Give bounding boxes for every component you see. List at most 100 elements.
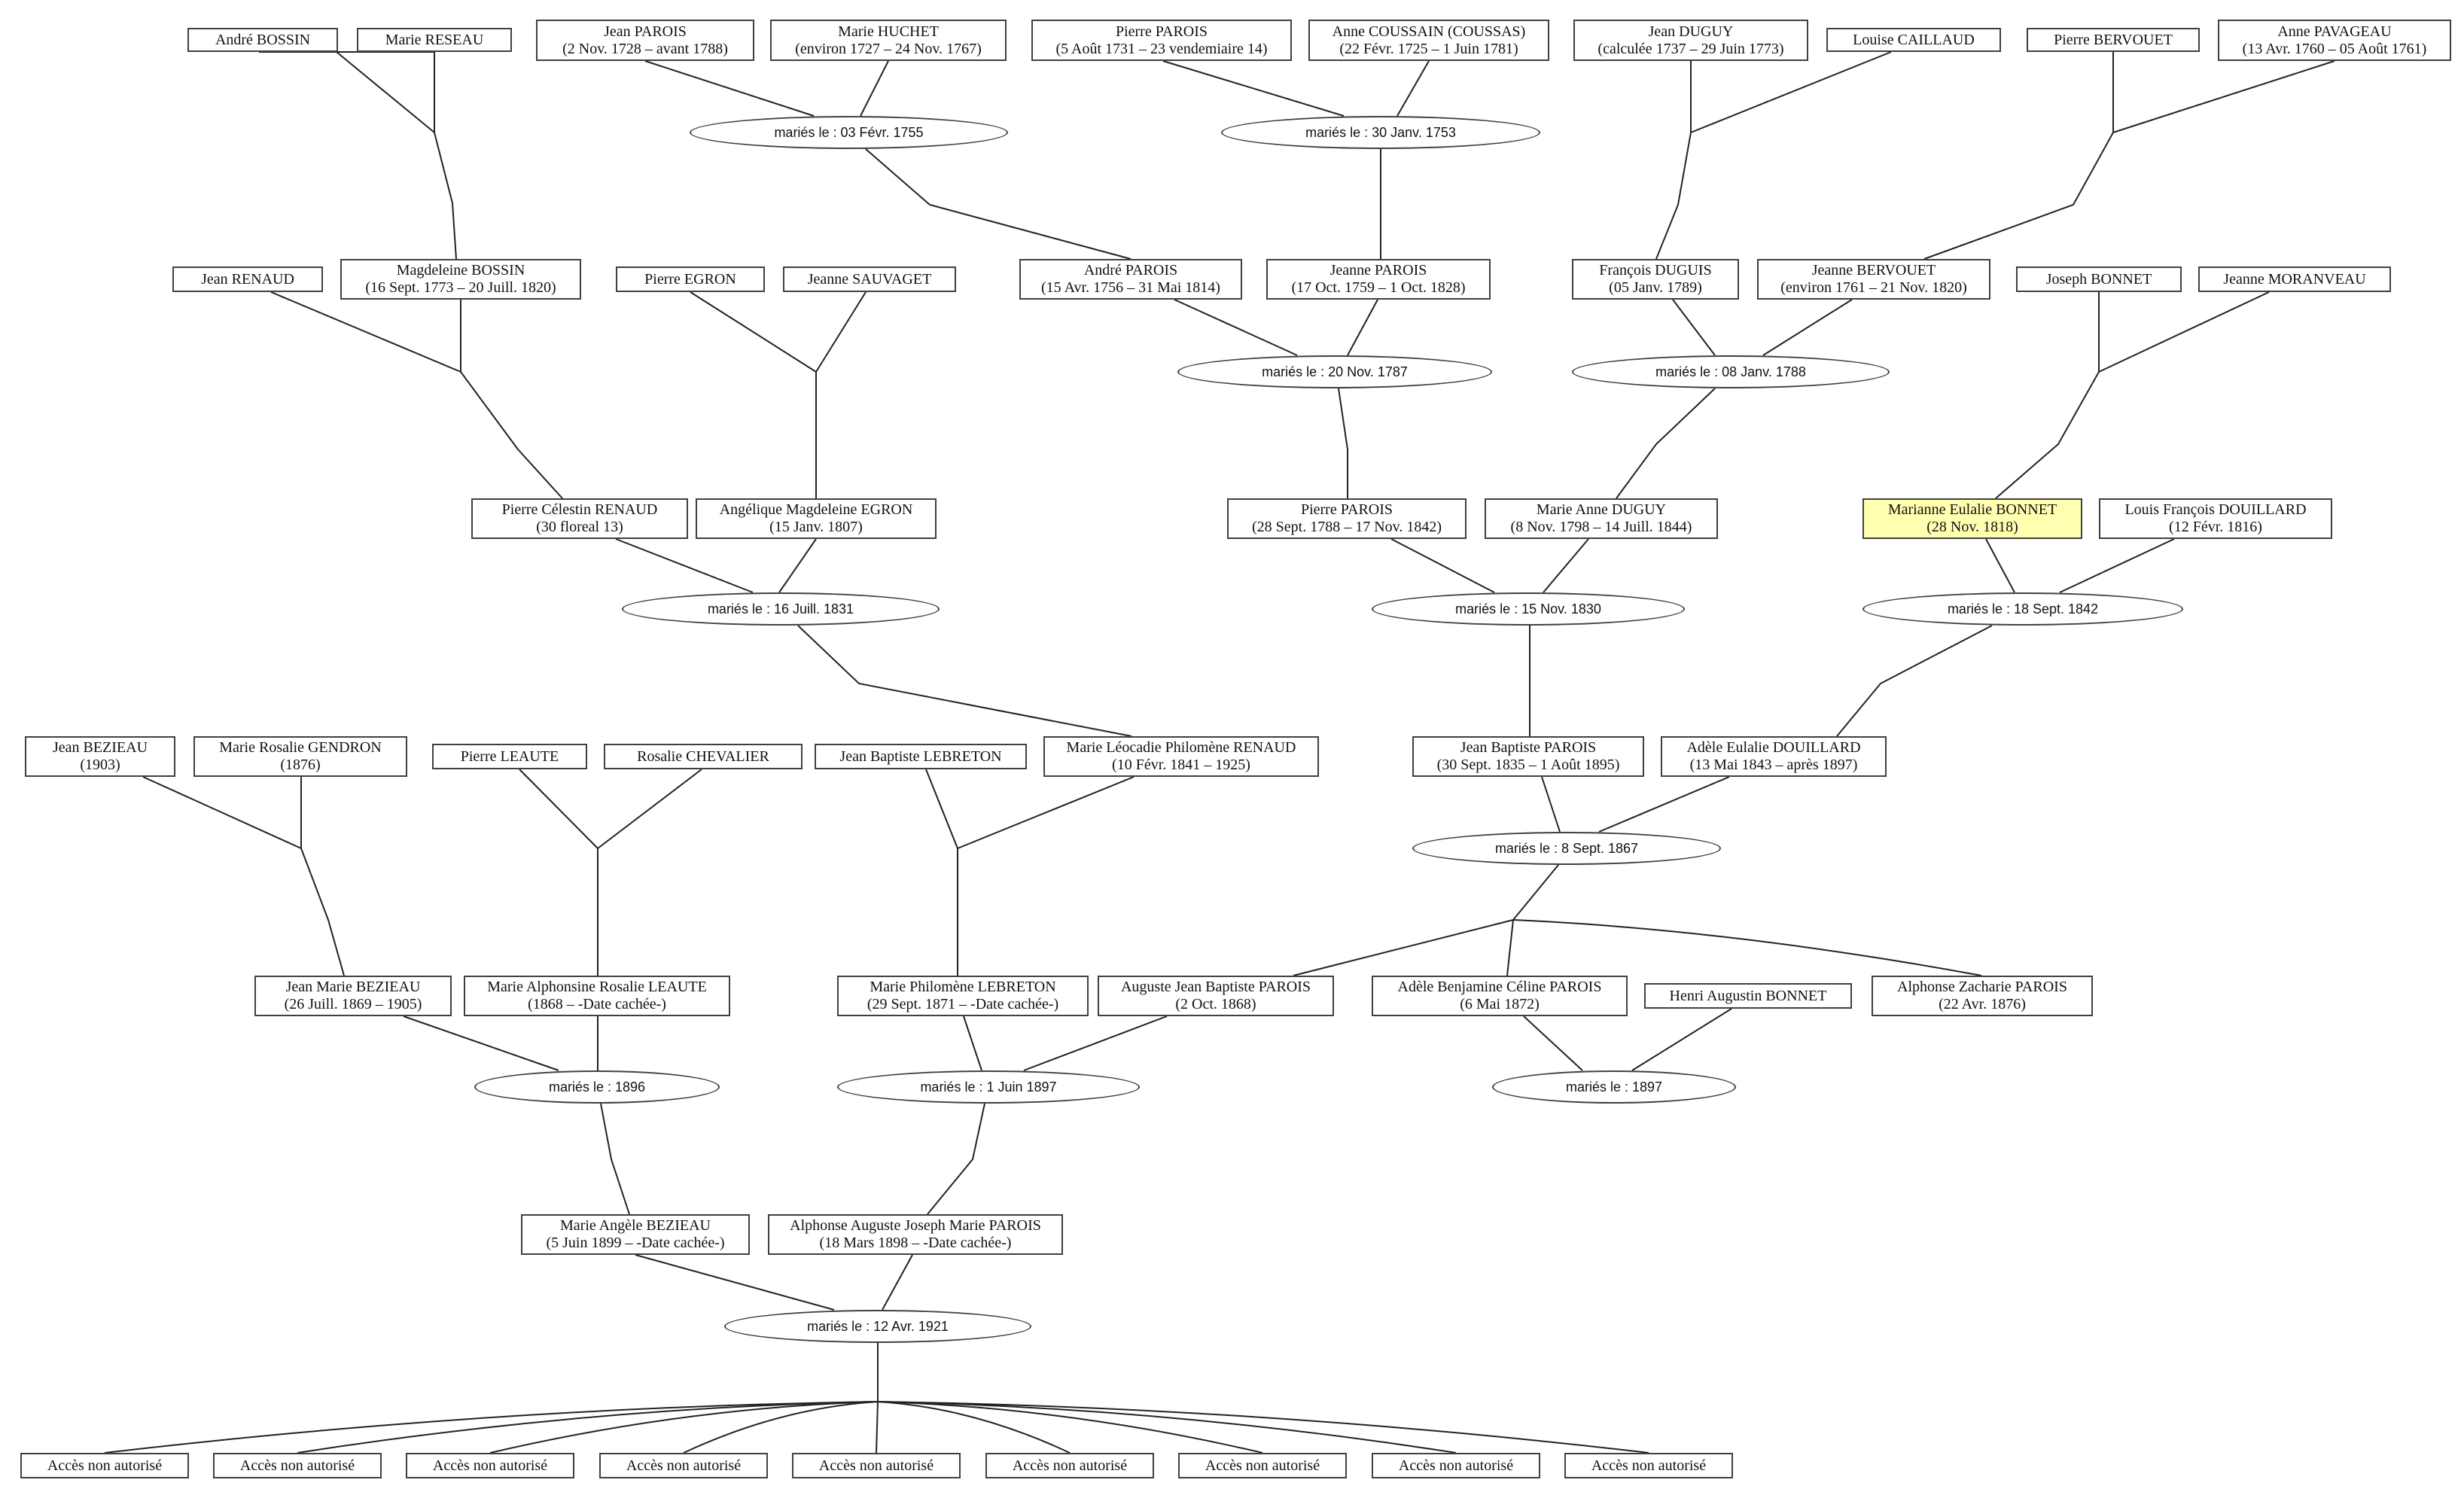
family-link-line: [403, 1015, 559, 1071]
person-pierre-parois-1731[interactable]: Pierre PAROIS(5 Août 1731 – 23 vendemiai…: [1031, 20, 1292, 61]
family-link-line: [1672, 299, 1716, 356]
person-dates: (1903): [80, 757, 120, 773]
person-child-6[interactable]: Accès non autorisé: [985, 1453, 1154, 1478]
person-auguste-parois[interactable]: Auguste Jean Baptiste PAROIS(2 Oct. 1868…: [1098, 976, 1334, 1016]
person-child-9[interactable]: Accès non autorisé: [1564, 1453, 1733, 1478]
marriage-1788: mariés le : 08 Janv. 1788: [1572, 355, 1890, 388]
person-jean-renaud[interactable]: Jean RENAUD: [172, 266, 323, 292]
person-name: Anne COUSSAIN (COUSSAS): [1332, 23, 1526, 40]
marriage-1897-juin: mariés le : 1 Juin 1897: [837, 1070, 1140, 1104]
family-link-line: [877, 1401, 1263, 1454]
family-link-line: [1762, 299, 1853, 356]
person-name: Accès non autorisé: [432, 1457, 548, 1474]
person-child-7[interactable]: Accès non autorisé: [1178, 1453, 1347, 1478]
family-link-line: [1396, 60, 1430, 117]
family-link-line: [1338, 388, 1348, 498]
person-name: Pierre PAROIS: [1115, 23, 1208, 40]
person-marianne-bonnet[interactable]: Marianne Eulalie BONNET(28 Nov. 1818): [1862, 498, 2082, 539]
family-link-line: [615, 538, 754, 593]
person-marie-philomene-lebreton[interactable]: Marie Philomène LEBRETON(29 Sept. 1871 –…: [837, 976, 1089, 1016]
person-pierre-bervouet[interactable]: Pierre BERVOUET: [2027, 28, 2200, 52]
person-name: Pierre EGRON: [644, 270, 736, 288]
person-child-2[interactable]: Accès non autorisé: [213, 1453, 382, 1478]
family-link-line: [927, 1103, 985, 1215]
person-jean-bezieau-1903[interactable]: Jean BEZIEAU(1903): [25, 736, 175, 777]
family-link-line: [519, 769, 598, 849]
family-link-line: [1512, 864, 1559, 921]
person-alphonse-auguste-parois[interactable]: Alphonse Auguste Joseph Marie PAROIS(18 …: [768, 1214, 1063, 1255]
person-child-5[interactable]: Accès non autorisé: [792, 1453, 961, 1478]
person-pierre-egron[interactable]: Pierre EGRON: [616, 266, 765, 292]
person-name: Jeanne PAROIS: [1329, 262, 1427, 279]
person-jean-duguy[interactable]: Jean DUGUY(calculée 1737 – 29 Juin 1773): [1573, 20, 1808, 61]
person-child-8[interactable]: Accès non autorisé: [1372, 1453, 1540, 1478]
person-jeanne-sauvaget[interactable]: Jeanne SAUVAGET: [783, 266, 956, 292]
family-link-line: [882, 1254, 913, 1311]
person-dates: (5 Juin 1899 – -Date cachée-): [546, 1235, 725, 1251]
person-rosalie-chevalier[interactable]: Rosalie CHEVALIER: [604, 744, 803, 769]
marriage-1830: mariés le : 15 Nov. 1830: [1372, 592, 1685, 626]
person-child-3[interactable]: Accès non autorisé: [406, 1453, 574, 1478]
family-link-line: [2098, 291, 2270, 373]
person-adele-douillard[interactable]: Adèle Eulalie DOUILLARD(13 Mai 1843 – ap…: [1661, 736, 1887, 777]
person-dates: (10 Févr. 1841 – 1925): [1112, 757, 1250, 773]
person-marie-angele-bezieau[interactable]: Marie Angèle BEZIEAU(5 Juin 1899 – -Date…: [521, 1214, 750, 1255]
person-pierre-parois-1788[interactable]: Pierre PAROIS(28 Sept. 1788 – 17 Nov. 18…: [1227, 498, 1467, 539]
person-name: Henri Augustin BONNET: [1669, 987, 1827, 1004]
person-francois-duguis[interactable]: François DUGUIS(05 Janv. 1789): [1572, 259, 1739, 300]
person-jeanne-parois[interactable]: Jeanne PAROIS(17 Oct. 1759 – 1 Oct. 1828…: [1266, 259, 1491, 300]
person-dates: (28 Sept. 1788 – 17 Nov. 1842): [1251, 519, 1442, 535]
person-jeanne-moranveau[interactable]: Jeanne MORANVEAU: [2198, 266, 2391, 292]
person-louis-douillard[interactable]: Louis François DOUILLARD(12 Févr. 1816): [2099, 498, 2332, 539]
person-name: Louise CAILLAUD: [1853, 31, 1975, 48]
person-marie-reseau[interactable]: Marie RESEAU: [357, 28, 512, 52]
person-alphonse-zacharie-parois[interactable]: Alphonse Zacharie PAROIS(22 Avr. 1876): [1872, 976, 2093, 1016]
person-child-1[interactable]: Accès non autorisé: [20, 1453, 189, 1478]
person-jean-marie-bezieau[interactable]: Jean Marie BEZIEAU(26 Juill. 1869 – 1905…: [254, 976, 452, 1016]
family-link-line: [1174, 299, 1298, 356]
person-adele-celine-parois[interactable]: Adèle Benjamine Céline PAROIS(6 Mai 1872…: [1372, 976, 1628, 1016]
person-name: Marie Philomène LEBRETON: [870, 979, 1056, 995]
person-dates: (environ 1727 – 24 Nov. 1767): [795, 40, 982, 57]
person-pierre-celestin-renaud[interactable]: Pierre Célestin RENAUD(30 floreal 13): [471, 498, 688, 539]
family-link-line: [865, 148, 1131, 260]
family-link-line: [336, 51, 435, 133]
family-link-line: [597, 769, 702, 849]
person-child-4[interactable]: Accès non autorisé: [599, 1453, 768, 1478]
person-angelique-egron[interactable]: Angélique Magdeleine EGRON(15 Janv. 1807…: [696, 498, 937, 539]
person-marie-anne-duguy[interactable]: Marie Anne DUGUY(8 Nov. 1798 – 14 Juill.…: [1485, 498, 1718, 539]
person-marie-alphonsine-leaute[interactable]: Marie Alphonsine Rosalie LEAUTE(1868 – -…: [464, 976, 730, 1016]
person-dates: (29 Sept. 1871 – -Date cachée-): [867, 996, 1059, 1012]
person-magdeleine-bossin[interactable]: Magdeleine BOSSIN(16 Sept. 1773 – 20 Jui…: [340, 259, 581, 300]
family-link-line: [460, 371, 563, 499]
person-jean-parois-1728[interactable]: Jean PAROIS(2 Nov. 1728 – avant 1788): [536, 20, 754, 61]
person-dates: (1876): [280, 757, 321, 773]
person-marie-huchet[interactable]: Marie HUCHET(environ 1727 – 24 Nov. 1767…: [770, 20, 1007, 61]
person-andre-parois[interactable]: André PAROIS(15 Avr. 1756 – 31 Mai 1814): [1019, 259, 1242, 300]
person-marie-rosalie-gendron[interactable]: Marie Rosalie GENDRON(1876): [193, 736, 407, 777]
person-anne-pavageau[interactable]: Anne PAVAGEAU(13 Avr. 1760 – 05 Août 176…: [2218, 20, 2451, 61]
person-jean-baptiste-lebreton[interactable]: Jean Baptiste LEBRETON: [815, 744, 1027, 769]
family-link-line: [644, 60, 815, 117]
family-link-line: [1995, 371, 2100, 499]
marriage-1897: mariés le : 1897: [1492, 1070, 1736, 1104]
family-link-line: [963, 1015, 982, 1071]
person-jeanne-bervouet[interactable]: Jeanne BERVOUET(environ 1761 – 21 Nov. 1…: [1757, 259, 1990, 300]
person-henri-bonnet[interactable]: Henri Augustin BONNET: [1644, 983, 1852, 1009]
person-name: Accès non autorisé: [1205, 1457, 1320, 1474]
person-jean-baptiste-parois[interactable]: Jean Baptiste PAROIS(30 Sept. 1835 – 1 A…: [1412, 736, 1644, 777]
person-andre-bossin[interactable]: André BOSSIN: [187, 28, 338, 52]
person-joseph-bonnet[interactable]: Joseph BONNET: [2016, 266, 2182, 292]
family-link-line: [815, 291, 867, 373]
person-name: Marie Alphonsine Rosalie LEAUTE: [487, 979, 707, 995]
person-anne-coussain[interactable]: Anne COUSSAIN (COUSSAS)(22 Févr. 1725 – …: [1308, 20, 1549, 61]
marriage-1831: mariés le : 16 Juill. 1831: [622, 592, 940, 626]
person-dates: (05 Janv. 1789): [1609, 279, 1702, 296]
person-louise-caillaud[interactable]: Louise CAILLAUD: [1826, 28, 2001, 52]
person-marie-leocadie-renaud[interactable]: Marie Léocadie Philomène RENAUD(10 Févr.…: [1043, 736, 1319, 777]
person-pierre-leaute[interactable]: Pierre LEAUTE: [432, 744, 587, 769]
person-name: Accès non autorisé: [239, 1457, 355, 1474]
person-name: André BOSSIN: [215, 31, 311, 48]
family-link-line: [300, 848, 345, 976]
marriage-1755: mariés le : 03 Févr. 1755: [690, 116, 1008, 149]
